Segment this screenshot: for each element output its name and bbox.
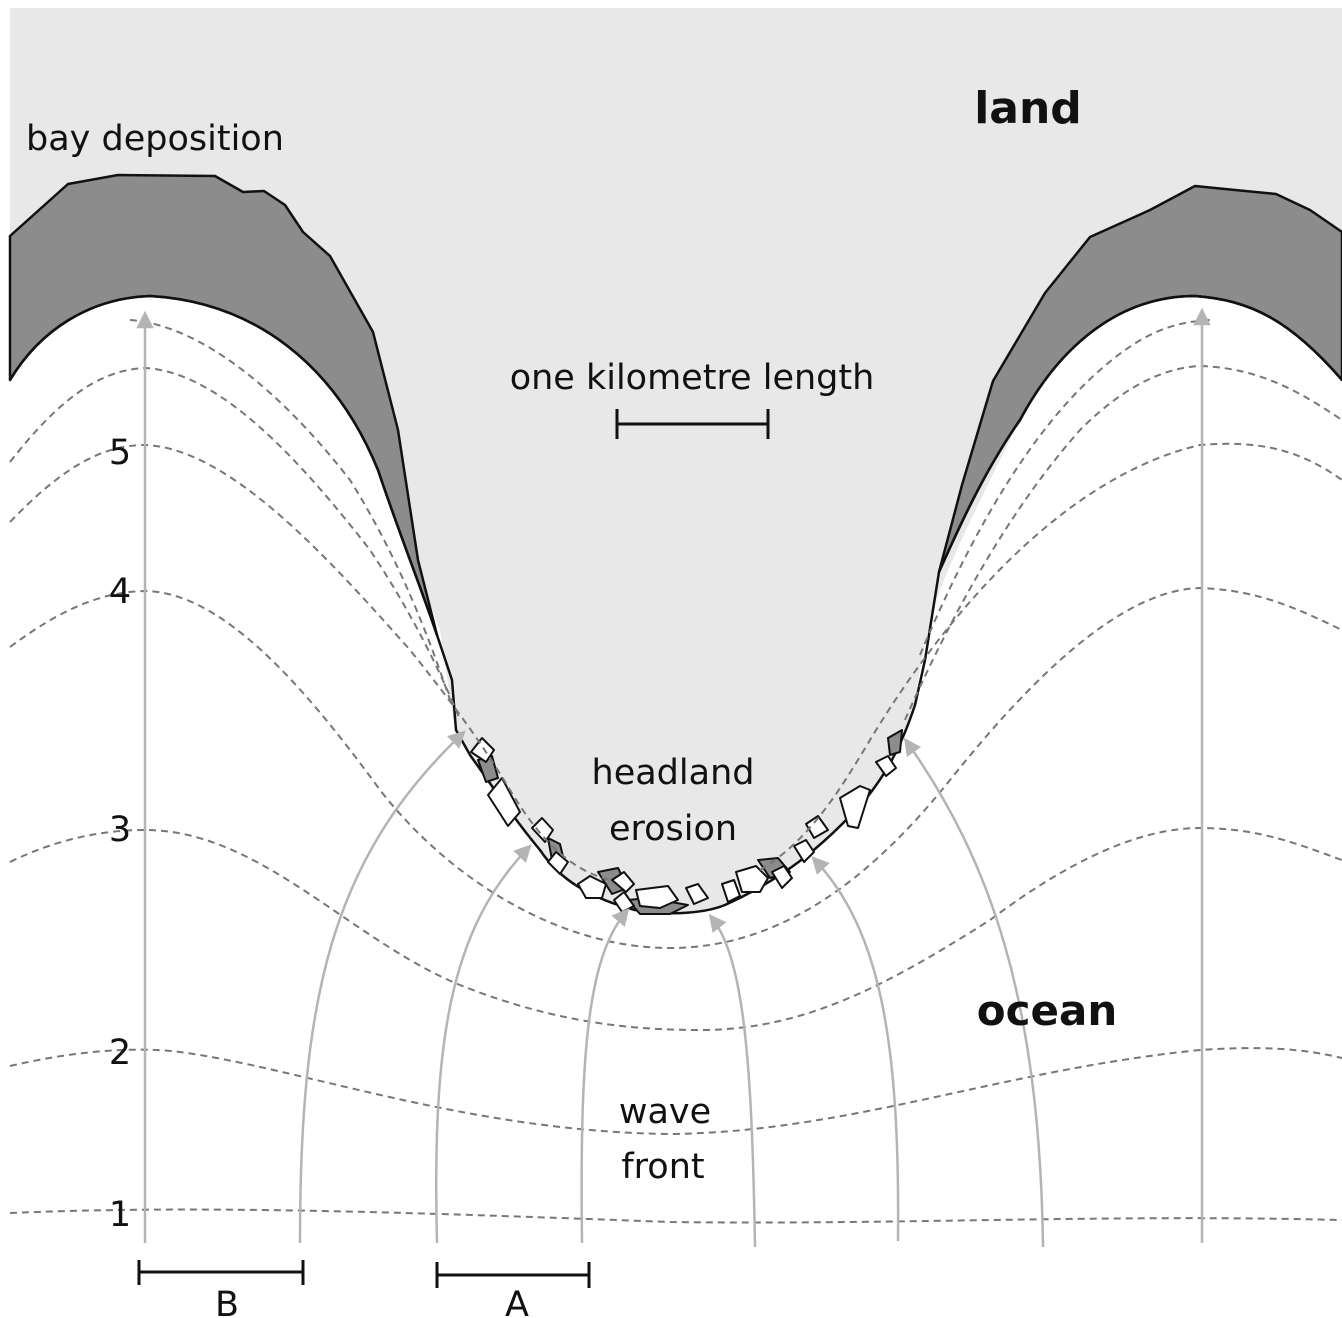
bay-deposition-label: bay deposition bbox=[26, 119, 284, 159]
rubble-rock-1 bbox=[470, 737, 495, 763]
rubble-rock-14 bbox=[805, 815, 829, 839]
wave-fronts bbox=[9, 319, 1342, 1224]
rubble-rock-11 bbox=[735, 865, 769, 893]
ocean-label: ocean bbox=[977, 986, 1117, 1035]
wave-ray-3 bbox=[434, 844, 532, 1244]
wave-front-number-2: 2 bbox=[109, 1033, 131, 1073]
wave-ray-2 bbox=[298, 730, 466, 1244]
land-label: land bbox=[974, 83, 1082, 134]
wave-rays bbox=[136, 307, 1211, 1248]
rubble-rock-2 bbox=[487, 777, 521, 827]
rubble-rock-4 bbox=[547, 851, 569, 875]
wave-front-label-line1: wave bbox=[619, 1092, 711, 1132]
wave-front-label-line2: front bbox=[621, 1147, 704, 1187]
headland-erosion-label-line2: erosion bbox=[609, 809, 737, 849]
wave-ray-7 bbox=[903, 737, 1045, 1248]
rubble-rock-12 bbox=[771, 865, 793, 889]
wave-front-number-3: 3 bbox=[109, 810, 131, 850]
rubble-rock-10 bbox=[721, 879, 741, 903]
rubble-dark-6 bbox=[887, 729, 903, 756]
wave-front-5 bbox=[9, 443, 611, 881]
rubble-rock-9 bbox=[685, 883, 709, 905]
land-area bbox=[10, 8, 1342, 914]
wave-front-4 bbox=[9, 586, 1342, 950]
wave-ray-6 bbox=[811, 856, 900, 1242]
width-marker-a-label: A bbox=[505, 1285, 529, 1318]
wave-front-number-1: 1 bbox=[109, 1195, 131, 1235]
rubble-rock-5 bbox=[577, 875, 607, 899]
wave-front-5-right bbox=[759, 442, 1342, 871]
wave-front-number-5: 5 bbox=[109, 433, 131, 473]
rubble-rock-7 bbox=[613, 891, 635, 913]
wave-ray-5 bbox=[708, 913, 757, 1248]
rubble-rock-13 bbox=[793, 839, 815, 863]
wave-front-2 bbox=[9, 1047, 1342, 1136]
wave-ray-4 bbox=[580, 908, 630, 1244]
width-marker-b-bar bbox=[137, 1260, 305, 1285]
rubble-rock-15 bbox=[839, 785, 871, 829]
rubble-rock-8 bbox=[635, 885, 679, 909]
rubble-rock-6 bbox=[611, 871, 635, 893]
rubble-rock-3 bbox=[531, 817, 554, 843]
erosion-rubble bbox=[470, 729, 903, 915]
bay-coastline-right bbox=[937, 294, 1342, 573]
rubble-rock-16 bbox=[875, 755, 897, 777]
width-marker-b-label: B bbox=[215, 1285, 239, 1318]
wave-front-number-4: 4 bbox=[109, 572, 131, 612]
wave-front-6 bbox=[9, 366, 461, 721]
width-marker-a-bar bbox=[435, 1262, 591, 1288]
scale-caption: one kilometre length bbox=[510, 358, 875, 398]
scale-bar bbox=[615, 409, 770, 439]
wave-front-1 bbox=[9, 1208, 1342, 1224]
headland-erosion-label-line1: headland bbox=[592, 753, 755, 793]
headland-coastline bbox=[435, 571, 941, 915]
bay-coastline-left bbox=[8, 294, 439, 636]
wave-front-7 bbox=[129, 319, 451, 701]
